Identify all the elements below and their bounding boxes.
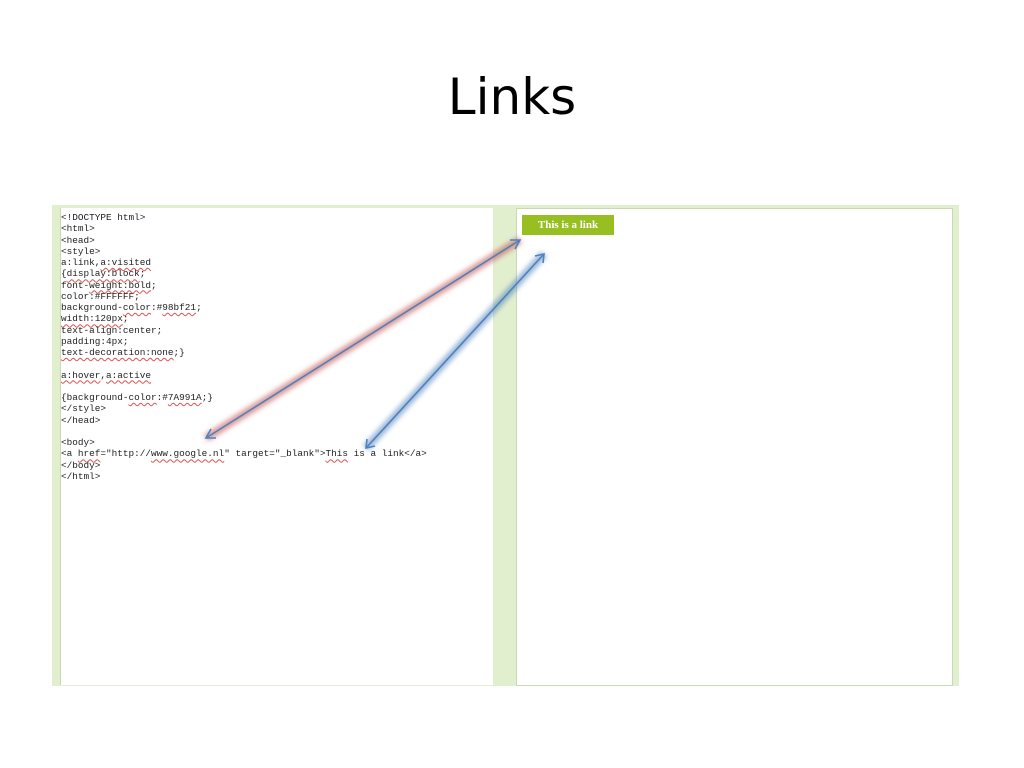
slide-title: Links: [447, 68, 577, 126]
code-token: ;: [139, 268, 146, 280]
code-token: href: [77, 448, 101, 460]
code-line: padding:4px;: [61, 336, 493, 347]
browser-preview-panel: This is a link: [516, 208, 953, 686]
code-token: " target="_blank">: [224, 448, 326, 460]
code-token: :#: [156, 392, 168, 403]
code-line: width:120px;: [61, 313, 493, 324]
code-line: {display:block;: [61, 268, 493, 279]
code-line: </style>: [61, 403, 493, 414]
code-line: text-align:center;: [61, 325, 493, 336]
code-line: <body>: [61, 437, 493, 448]
code-token: width:120px: [61, 313, 123, 325]
code-token: a:hover: [61, 369, 101, 381]
code-line: [61, 381, 493, 392]
code-token: </head>: [61, 414, 101, 426]
code-token: ;}: [201, 392, 213, 403]
code-token: 7A991A: [167, 392, 202, 403]
code-token: </body>: [61, 459, 101, 471]
code-token: <!DOCTYPE html>: [61, 212, 146, 223]
code-token: weight:bold: [89, 279, 152, 291]
code-line: <style>: [61, 246, 493, 257]
code-token: ,: [100, 369, 107, 381]
code-token: color: [128, 392, 157, 403]
code-token: </html>: [61, 470, 101, 482]
code-token: text-decoration:none: [61, 347, 174, 358]
code-token: font-: [61, 279, 90, 291]
code-token: text-align:center;: [61, 324, 163, 336]
screenshot-area: <!DOCTYPE html><html><head><style>a:link…: [52, 205, 959, 686]
code-token: a:active: [106, 369, 152, 381]
panel-divider: [493, 208, 515, 685]
code-line: </html>: [61, 471, 493, 482]
code-token: background-: [61, 302, 123, 313]
code-line: [61, 426, 493, 437]
code-token: <html>: [61, 223, 95, 235]
code-token: <style>: [61, 245, 101, 257]
code-token: color: [122, 302, 152, 313]
code-token: <a: [61, 448, 78, 460]
code-token: <body>: [61, 437, 95, 448]
code-token: is a link</a>: [347, 448, 427, 460]
demo-link[interactable]: This is a link: [522, 215, 614, 235]
code-token: This: [325, 448, 348, 460]
code-line: a:link,a:visited: [61, 257, 493, 268]
code-token: {background-: [61, 392, 129, 403]
code-token: a:link,: [61, 257, 101, 268]
code-token: :#: [151, 302, 163, 313]
code-line: background-color:#98bf21;: [61, 302, 493, 313]
code-token: www.google.nl: [151, 448, 225, 460]
code-line: text-decoration:none;}: [61, 347, 493, 358]
code-token: ;: [196, 302, 202, 313]
code-line: <!DOCTYPE html>: [61, 212, 493, 223]
code-token: {: [61, 268, 67, 280]
code-line: <a href="http://www.google.nl" target="_…: [61, 448, 493, 459]
code-token: <head>: [61, 234, 95, 246]
code-line: <head>: [61, 235, 493, 246]
code-token: 98bf21: [162, 302, 197, 313]
code-line: [61, 358, 493, 369]
code-token: ;}: [173, 347, 185, 358]
code-line: color:#FFFFFF;: [61, 291, 493, 302]
code-token: color:#FFFFFF;: [61, 290, 140, 302]
code-token: ;: [122, 313, 129, 325]
code-token: ;: [151, 279, 157, 291]
code-token: ="http://: [100, 448, 152, 460]
code-line: a:hover,a:active: [61, 370, 493, 381]
code-listing: <!DOCTYPE html><html><head><style>a:link…: [61, 208, 493, 482]
code-token: display:block: [66, 268, 140, 280]
code-line: font-weight:bold;: [61, 280, 493, 291]
code-line: {background-color:#7A991A;}: [61, 392, 493, 403]
code-token: a:visited: [100, 257, 152, 268]
code-token: padding:4px;: [61, 335, 129, 347]
code-line: <html>: [61, 223, 493, 234]
code-line: </head>: [61, 415, 493, 426]
code-editor-panel[interactable]: <!DOCTYPE html><html><head><style>a:link…: [60, 208, 493, 685]
code-token: </style>: [61, 403, 107, 415]
code-line: </body>: [61, 460, 493, 471]
